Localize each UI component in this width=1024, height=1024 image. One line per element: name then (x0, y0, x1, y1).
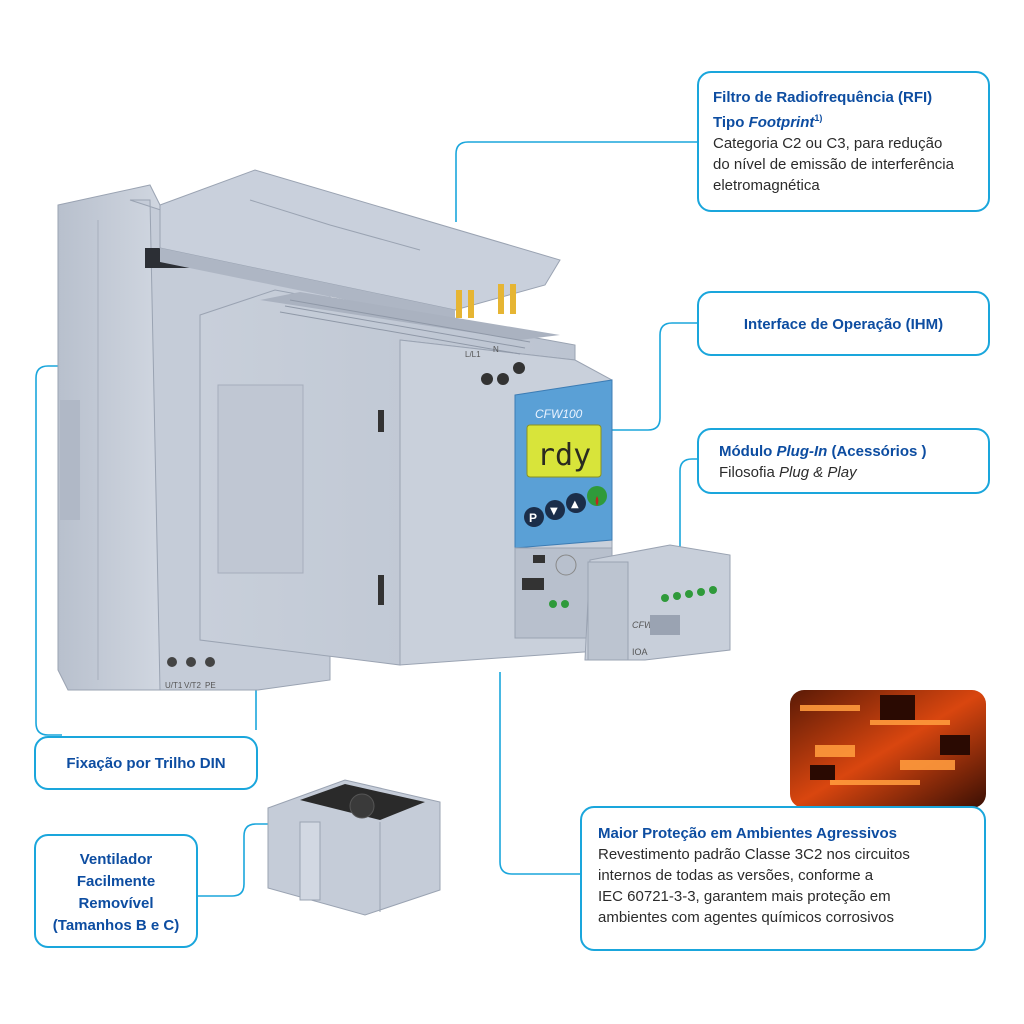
ihm-connector (612, 322, 698, 431)
protection-connector (499, 672, 582, 875)
key-down[interactable] (545, 500, 565, 520)
fan-title: Ventilador Facilmente Removível (Tamanho… (52, 851, 180, 934)
plugin-callout: Módulo Plug-In (Acessórios ) Filosofia P… (697, 428, 990, 494)
plugin-module: CFW100 IOA (584, 544, 731, 661)
terminal-label-v: V/T2 (184, 681, 201, 690)
rfi-title: Filtro de Radiofrequência (RFI) Tipo Foo… (713, 89, 933, 131)
module-label: IOA (632, 647, 648, 657)
din-callout: Fixação por Trilho DIN (34, 736, 258, 790)
terminal-label-n: N (493, 345, 499, 354)
rfi-description: Categoria C2 ou C3, para redução do níve… (713, 135, 954, 194)
plugin-description: Filosofia Plug & Play (719, 464, 857, 481)
circuit-board-photo (790, 690, 986, 808)
din-title: Fixação por Trilho DIN (66, 755, 226, 772)
protection-title: Maior Proteção em Ambientes Agressivos (598, 825, 897, 842)
rfi-callout: Filtro de Radiofrequência (RFI) Tipo Foo… (697, 71, 990, 212)
fan-connector (196, 823, 268, 897)
protection-callout: Maior Proteção em Ambientes Agressivos R… (580, 806, 986, 951)
svg-text:▼: ▼ (550, 506, 558, 517)
rfi-filter (159, 169, 561, 322)
key-up[interactable] (566, 493, 586, 513)
bottom-terminals: U/T1 V/T2 PE (165, 657, 216, 690)
top-terminals: L/L1 N (465, 345, 525, 385)
terminal-label-u: U/T1 (165, 681, 183, 690)
din-connector (35, 365, 66, 736)
plugin-title: Módulo Plug-In (Acessórios ) (719, 443, 927, 460)
module-brand: CFW100 (632, 620, 668, 630)
plugin-connector (679, 458, 698, 548)
connector-lines (35, 141, 698, 897)
terminal-label-l1: L/L1 (465, 350, 481, 359)
lcd-display (526, 424, 602, 478)
brand-label: CFW100 (535, 407, 583, 421)
rfi-connector (455, 141, 698, 222)
ihm-callout: Interface de Operação (IHM) (697, 291, 990, 356)
terminal-label-pe: PE (205, 681, 216, 690)
display-text: rdy (537, 438, 591, 473)
svg-text:▲: ▲ (571, 499, 579, 510)
fan-callout: Ventilador Facilmente Removível (Tamanho… (34, 834, 198, 948)
protection-description: Revestimento padrão Classe 3C2 nos circu… (598, 846, 910, 926)
ihm-title: Interface de Operação (IHM) (743, 316, 944, 333)
key-p[interactable] (524, 507, 544, 527)
fan-unit (267, 779, 441, 916)
svg-text:P: P (529, 511, 537, 525)
